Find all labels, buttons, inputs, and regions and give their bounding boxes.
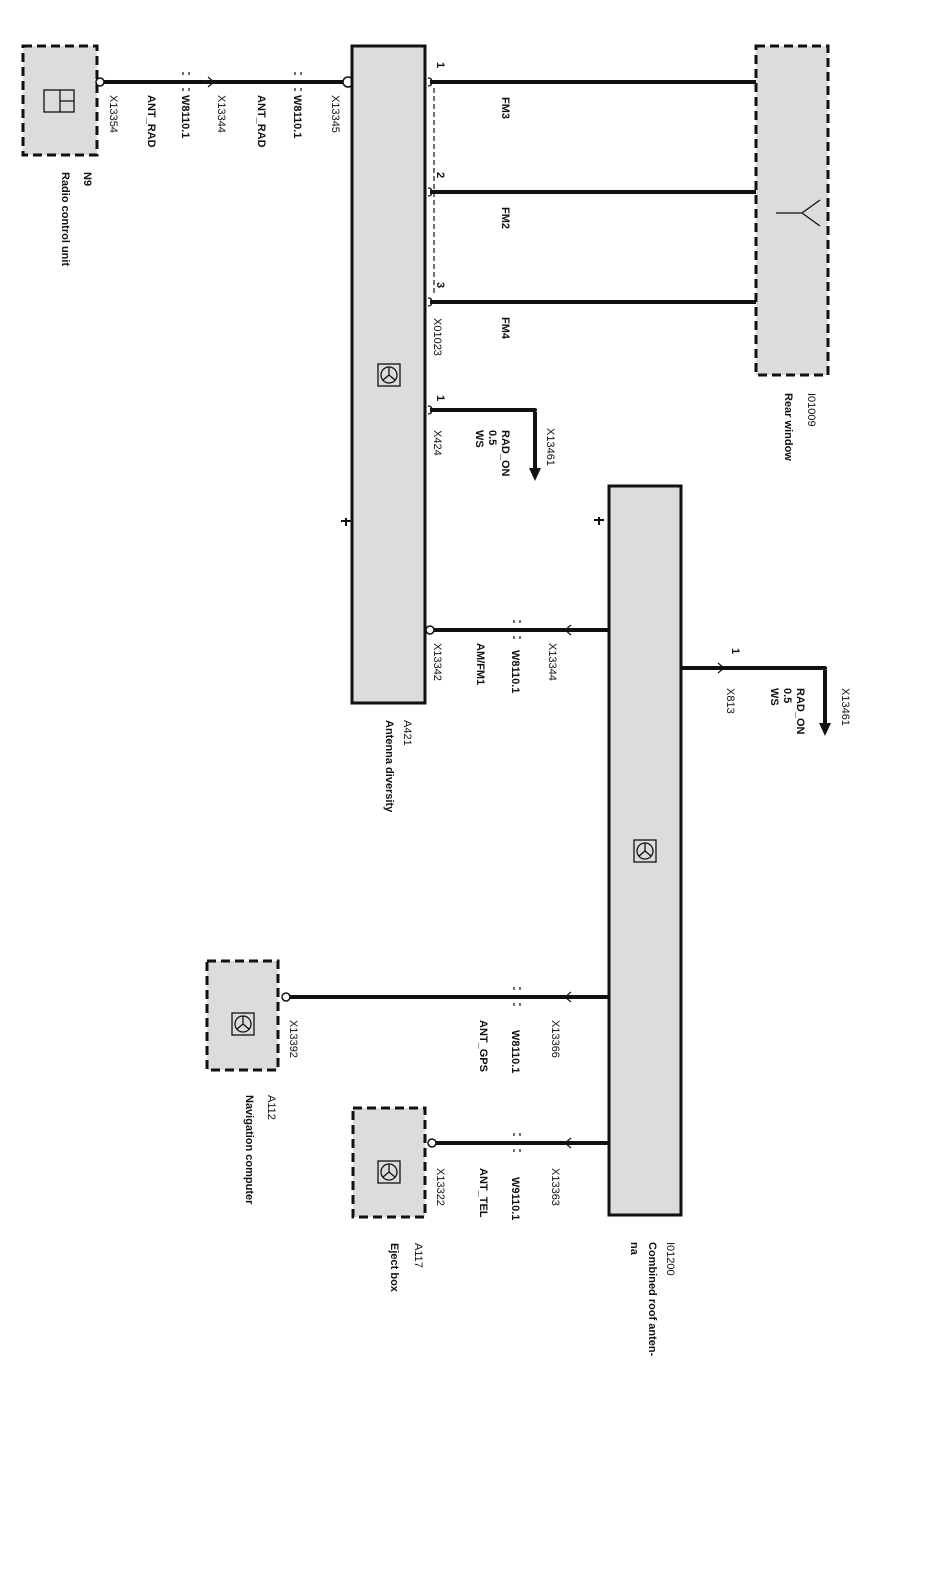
pin-label: 3 — [434, 282, 446, 288]
connector-label: X13322 — [434, 1168, 446, 1206]
connector-label: X13345 — [329, 95, 341, 133]
rear-window-id-label: I01009 — [805, 393, 817, 427]
a112-name-label: Navigation computer — [243, 1095, 255, 1205]
signal-label: FM4 — [499, 317, 511, 340]
wire-label: W8110.1 — [291, 95, 303, 138]
wire-label: W8110.1 — [509, 1030, 521, 1073]
arrow-down-icon — [529, 468, 541, 481]
signal-label: RAD_ON — [794, 688, 806, 735]
roof-rad-on-wire — [681, 662, 831, 736]
a421-name-label: Antenna diversity — [383, 720, 395, 813]
connector-label: X424 — [431, 430, 443, 456]
ground-icon — [341, 518, 351, 526]
a421-rad-on-wire — [427, 405, 541, 481]
component-combined-roof-antenna[interactable] — [594, 484, 683, 1217]
a112-id-label: A112 — [265, 1095, 277, 1120]
a117-box[interactable] — [351, 1106, 427, 1219]
ground-icon — [594, 517, 604, 525]
signal-label: ANT_RAD — [255, 95, 267, 148]
gps-wire — [281, 987, 608, 1006]
signal-label: FM3 — [499, 97, 511, 119]
rear-window-box[interactable] — [754, 44, 830, 377]
pin-label: 1 — [729, 648, 741, 654]
pin-label: 2 — [434, 172, 446, 178]
connector-label: X01023 — [431, 318, 443, 356]
connector-label: X13392 — [287, 1020, 299, 1058]
n9-name-label: Radio control unit — [59, 172, 71, 266]
antenna-icon — [776, 199, 821, 227]
signal-label: ANT_TEL — [477, 1168, 489, 1218]
tel-wire — [427, 1133, 608, 1152]
roof-antenna-name-label: Combined roof anten- — [646, 1242, 658, 1357]
a117-name-label: Eject box — [388, 1243, 400, 1293]
a117-id-label: A117 — [412, 1243, 424, 1268]
wire-label: W8110.1 — [509, 650, 521, 693]
n9-id-label: N9 — [81, 172, 93, 186]
rear-window-name-label: Rear window — [782, 393, 794, 461]
connector-label: X13363 — [549, 1168, 561, 1206]
connector-label: X13344 — [215, 95, 227, 133]
a421-id-label: A421 — [401, 720, 413, 746]
connector-label: X13461 — [544, 428, 556, 466]
signal-label: ANT_RAD — [145, 95, 157, 148]
component-a112-navigation-computer[interactable] — [205, 959, 280, 1072]
signal-label: FM2 — [499, 207, 511, 229]
radio-unit-icon — [43, 89, 75, 113]
wire-label: W8110.1 — [179, 95, 191, 138]
roof-antenna-id-label: I01200 — [664, 1242, 676, 1276]
wire-size-label: 0.5 — [486, 430, 498, 445]
connector-label: X13461 — [839, 688, 851, 726]
pin-label: 1 — [434, 395, 446, 401]
pin-label: 1 — [434, 62, 446, 68]
radio-antenna-wire — [95, 72, 354, 91]
wire-size-label: 0.5 — [781, 688, 793, 703]
component-a117-eject-box[interactable] — [351, 1106, 427, 1219]
component-a421-antenna-diversity[interactable] — [341, 44, 427, 705]
wire-color-label: WS — [473, 430, 485, 448]
component-n9-radio-control-unit[interactable] — [21, 44, 99, 157]
signal-label: AM/FM1 — [474, 643, 486, 685]
connector-label: X13344 — [546, 643, 558, 681]
connector-label: X13342 — [431, 643, 443, 681]
amfm-wire — [425, 620, 608, 639]
roof-antenna-name-label-cont: na — [628, 1242, 640, 1256]
component-rear-window[interactable] — [754, 44, 830, 377]
wire-label: W9110.1 — [509, 1177, 521, 1220]
signal-label: ANT_GPS — [477, 1020, 489, 1072]
wire-color-label: WS — [768, 688, 780, 706]
rear-window-wires — [427, 77, 757, 307]
connector-label: X13366 — [549, 1020, 561, 1058]
arrow-down-icon — [819, 723, 831, 736]
connector-label: X813 — [724, 688, 736, 714]
signal-label: RAD_ON — [499, 430, 511, 477]
connector-label: X13354 — [107, 95, 119, 133]
